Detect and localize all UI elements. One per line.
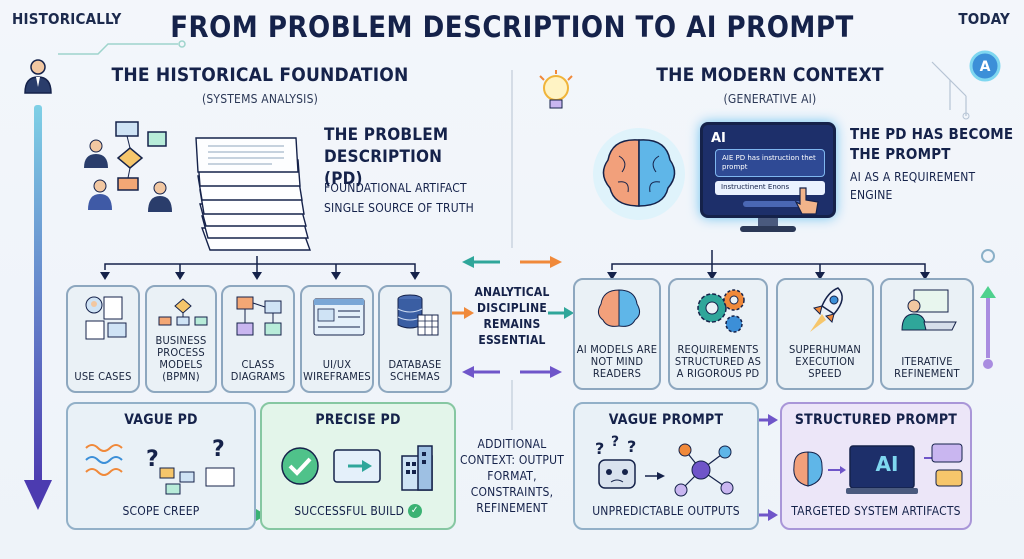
rocket-icon (810, 287, 843, 332)
screen-ai-label: AI (711, 131, 726, 146)
svg-text:?: ? (627, 437, 636, 456)
precise-pd-title: PRECISE PD (315, 412, 401, 428)
check-circle-icon: ✓ (407, 504, 422, 518)
vague-prompt-title: VAGUE PROMPT (608, 412, 724, 428)
prompt-desc-line1: AI AS A REQUIREMENT (850, 170, 976, 184)
timeline-arrow-right: A (969, 50, 1001, 369)
card-wireframes-label: UI/UX WIREFRAMES (303, 358, 371, 383)
wireframe-icon (313, 298, 365, 336)
svg-text:?: ? (595, 439, 604, 458)
card-database: DATABASE SCHEMAS (378, 285, 452, 393)
page-title: FROM PROBLEM DESCRIPTION TO AI PROMPT (170, 10, 854, 44)
document-stack-icon (195, 137, 311, 251)
vague-pd-box: VAGUE PD ? ? SCOPE CREEP (66, 402, 256, 530)
historically-label: HISTORICALLY (12, 10, 122, 28)
vague-prompt-box: VAGUE PROMPT ? ? ? UNPREDICTABLE OUTPUTS (573, 402, 759, 530)
today-label: TODAY (958, 10, 1010, 28)
card-use-cases: USE CASES (66, 285, 140, 393)
circuit-decoration (931, 61, 970, 120)
successful-build-illustration (281, 445, 433, 491)
vague-pd-footer: SCOPE CREEP (122, 504, 200, 518)
modern-heading: THE MODERN CONTEXT (656, 64, 884, 86)
pd-desc: FOUNDATIONAL ARTIFACT SINGLE SOURCE OF T… (324, 178, 484, 218)
prompt-title-line2: THE PROMPT (850, 145, 951, 163)
card-bpmn-label: BUSINESS PROCESS MODELS (BPMN) (155, 334, 207, 383)
structured-prompt-footer: TARGETED SYSTEM ARTIFACTS (791, 504, 961, 518)
ai-monitor: AI AIE PD has instruction thet prompt In… (700, 122, 836, 234)
lightbulb-icon (539, 70, 573, 109)
structured-ai-label: AI (875, 452, 899, 476)
bpmn-icon (158, 298, 208, 326)
ai-badge-icon: A (980, 59, 991, 75)
modern-subheading: (GENERATIVE AI) (723, 92, 817, 106)
card-class-diagrams: CLASS DIAGRAMS (221, 285, 295, 393)
monitor-screen: AI AIE PD has instruction thet prompt In… (700, 122, 836, 218)
class-diagram-icon (236, 296, 282, 336)
screen-bar (743, 201, 813, 207)
pd-desc-line1: FOUNDATIONAL ARTIFACT (324, 181, 467, 195)
card-database-label: DATABASE SCHEMAS (388, 358, 442, 383)
structured-prompt-title: STRUCTURED PROMPT (794, 412, 958, 428)
card-class-diagrams-label: CLASS DIAGRAMS (230, 358, 286, 383)
card-mind-readers: AI MODELS ARE NOT MIND READERS (573, 278, 661, 390)
svg-text:?: ? (212, 437, 225, 462)
discipline-note: ANALYTICAL DISCIPLINE REMAINS ESSENTIAL (474, 285, 550, 347)
brain-small-icon (597, 289, 641, 327)
card-bpmn: BUSINESS PROCESS MODELS (BPMN) (145, 285, 217, 393)
gears-icon (697, 289, 745, 333)
structured-illustration (793, 443, 963, 494)
card-use-cases-label: USE CASES (74, 370, 132, 383)
card-speed: SUPERHUMAN EXECUTION SPEED (776, 278, 874, 390)
precise-pd-footer-text: SUCCESSFUL BUILD (294, 503, 405, 518)
brain-icon (593, 128, 685, 220)
prompt-desc: AI AS A REQUIREMENT ENGINE (850, 168, 1020, 204)
historical-subheading: (SYSTEMS ANALYSIS) (201, 92, 319, 106)
card-speed-label: SUPERHUMAN EXECUTION SPEED (788, 343, 862, 380)
screen-chat-bubble: AIE PD has instruction thet prompt (715, 149, 825, 177)
precise-pd-footer: SUCCESSFUL BUILD ✓ (262, 503, 454, 518)
pd-title-line2: DESCRIPTION (PD) (324, 147, 443, 189)
person-icon (24, 59, 52, 94)
screen-input-field: Instructinent Enons (715, 181, 825, 195)
prompt-title-line1: THE PD HAS BECOME (850, 125, 1014, 143)
analysts-flowchart-illustration (84, 121, 172, 212)
card-requirements-label: REQUIREMENTS STRUCTURED AS A RIGOROUS PD (674, 343, 762, 380)
structured-prompt-box: STRUCTURED PROMPT AI TARGETED SYSTEM ART… (780, 402, 972, 530)
monitor-base (740, 226, 796, 232)
card-wireframes: UI/UX WIREFRAMES (300, 285, 374, 393)
precise-pd-box: PRECISE PD SUCCESSFUL BUILD ✓ (260, 402, 456, 530)
pointer-hand-icon (794, 187, 819, 215)
database-icon (397, 294, 439, 336)
vague-pd-title: VAGUE PD (124, 412, 198, 428)
unpredictable-illustration: ? ? ? (595, 434, 734, 497)
pd-title: THE PROBLEM DESCRIPTION (PD) (324, 124, 484, 190)
historical-heading: THE HISTORICAL FOUNDATION (111, 64, 409, 86)
prompt-title: THE PD HAS BECOME THE PROMPT (850, 124, 1020, 164)
card-iterative: ITERATIVE REFINEMENT (880, 278, 974, 390)
card-mind-readers-label: AI MODELS ARE NOT MIND READERS (576, 343, 658, 380)
person-laptop-icon (901, 289, 957, 331)
card-requirements: REQUIREMENTS STRUCTURED AS A RIGOROUS PD (668, 278, 768, 390)
context-note: ADDITIONAL CONTEXT: OUTPUT FORMAT, CONST… (459, 437, 565, 515)
use-cases-icon (85, 296, 127, 340)
svg-text:?: ? (611, 434, 619, 450)
pd-desc-line2: SINGLE SOURCE OF TRUTH (324, 201, 474, 215)
timeline-arrow-left (24, 59, 52, 510)
svg-text:?: ? (146, 447, 159, 472)
card-iterative-label: ITERATIVE REFINEMENT (894, 355, 960, 380)
prompt-desc-line2: ENGINE (850, 188, 893, 202)
monitor-stand (758, 218, 778, 228)
scope-creep-illustration: ? ? (85, 437, 235, 495)
pd-title-line1: THE PROBLEM (324, 125, 449, 145)
vague-prompt-footer: UNPREDICTABLE OUTPUTS (592, 504, 740, 518)
circuit-decoration-left (58, 40, 186, 55)
